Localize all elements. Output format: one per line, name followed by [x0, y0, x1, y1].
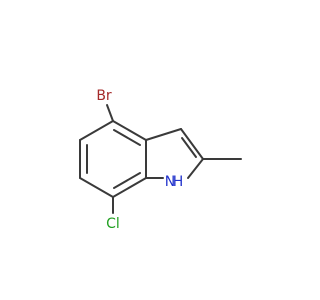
- bond-c7-c7a: [112, 177, 147, 198]
- bond-c3-c2-double: [181, 137, 197, 158]
- bond-c6-c7: [79, 177, 114, 198]
- bond-c3a-c4: [112, 120, 147, 141]
- bond-c4-c5: [79, 120, 114, 141]
- atom-hydrogen-label: H: [173, 174, 184, 190]
- atom-bromine-label: Br: [96, 88, 112, 104]
- bond-c2-n1: [187, 158, 204, 179]
- molecule-structure: Br Cl N H: [79, 88, 242, 232]
- bond-c7-c7a-double: [113, 172, 141, 189]
- molecule-canvas: Br Cl N H: [79, 88, 242, 232]
- bond-c3a-c3: [145, 128, 182, 141]
- bond-c3a-c4-double: [113, 129, 141, 146]
- atom-nitrogen-label: N: [165, 174, 175, 190]
- bond-c4-br: [106, 104, 114, 122]
- atom-chlorine-label: Cl: [106, 216, 120, 232]
- bond-c3-c2: [180, 128, 204, 160]
